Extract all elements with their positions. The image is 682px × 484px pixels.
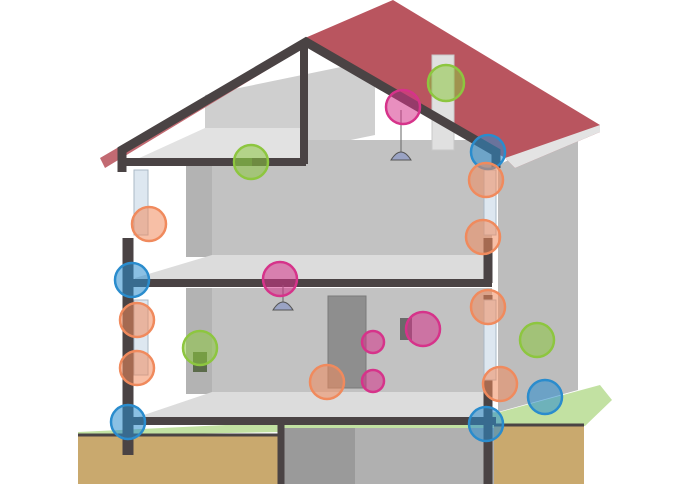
marker-switch-near-door[interactable] bbox=[360, 329, 386, 355]
marker-ceiling-light-first-floor[interactable] bbox=[261, 260, 299, 298]
left-column-upper bbox=[186, 165, 212, 257]
marker-floor-center[interactable] bbox=[308, 363, 346, 401]
marker-upper-window-right[interactable] bbox=[464, 218, 502, 256]
ground-floor-surface bbox=[135, 392, 492, 418]
marker-upper-wall-top-right[interactable] bbox=[467, 161, 505, 199]
marker-upper-window-left[interactable] bbox=[130, 205, 168, 243]
marker-outlet-low[interactable] bbox=[360, 368, 386, 394]
upper-floor-surface bbox=[135, 255, 492, 284]
attic-lamp-icon bbox=[390, 151, 412, 161]
basement-back-wall bbox=[355, 428, 494, 484]
right-side-wall bbox=[498, 128, 578, 412]
marker-electrical-box[interactable] bbox=[404, 310, 442, 348]
ground-soil-left bbox=[78, 434, 283, 484]
marker-exterior-outlet[interactable] bbox=[518, 321, 556, 359]
marker-lower-window-left-bottom[interactable] bbox=[118, 349, 156, 387]
marker-foundation-left[interactable] bbox=[109, 403, 147, 441]
marker-exterior-ground[interactable] bbox=[526, 378, 564, 416]
marker-floor-junction-right[interactable] bbox=[469, 288, 507, 326]
marker-roof-ridge[interactable] bbox=[384, 88, 422, 126]
marker-attic-insulation[interactable] bbox=[232, 143, 270, 181]
ground-soil-right bbox=[494, 426, 584, 484]
marker-attic-vent[interactable] bbox=[426, 63, 466, 103]
marker-floor-junction-left[interactable] bbox=[113, 261, 151, 299]
marker-lower-window-right[interactable] bbox=[481, 365, 519, 403]
roof-fascia-right bbox=[505, 125, 600, 168]
first-floor-lamp-icon bbox=[272, 301, 294, 311]
marker-lower-window-left-top[interactable] bbox=[118, 301, 156, 339]
markers-layer bbox=[109, 63, 564, 443]
marker-foundation-right[interactable] bbox=[467, 405, 505, 443]
marker-wall-outlet-left[interactable] bbox=[181, 329, 219, 367]
